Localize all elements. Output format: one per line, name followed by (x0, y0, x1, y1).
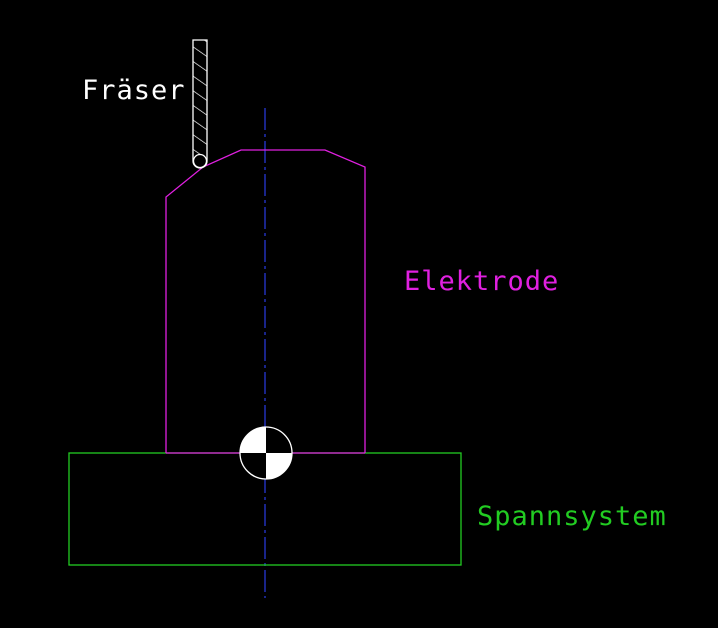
clamping-system-label: Spannsystem (477, 501, 667, 532)
electrode-outline (165, 149, 366, 453)
cutter-tool (192, 39, 208, 169)
electrode-label: Elektrode (404, 266, 559, 297)
datum-target-icon (239, 426, 293, 480)
cutter-label: Fräser (82, 75, 186, 106)
